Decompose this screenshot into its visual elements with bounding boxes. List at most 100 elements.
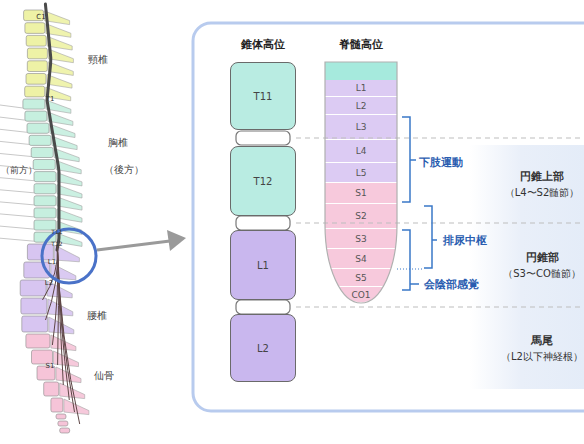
vertebra-body-shape	[51, 398, 63, 412]
bracket	[424, 206, 437, 268]
level-label: CO1	[351, 290, 370, 300]
level-label: S5	[355, 273, 366, 283]
level-label: L2	[257, 343, 269, 354]
cauda-equina-fiber	[57, 246, 69, 400]
spinal-cord-line	[45, 4, 59, 250]
vertebral-body: L2	[230, 314, 296, 382]
level-label: L3	[356, 122, 367, 132]
vertebra-body-shape	[44, 382, 59, 396]
level-label: S4	[355, 254, 366, 264]
dotted-leader	[397, 269, 424, 270]
direction-label: （前方）	[1, 166, 37, 175]
level-label: S3	[355, 234, 366, 244]
rib-line	[0, 226, 34, 229]
rib-line	[0, 190, 34, 193]
rib-line	[0, 141, 29, 144]
vertebra-body-shape	[34, 208, 56, 218]
rib-line	[0, 105, 23, 108]
vertebral-body: T12	[230, 146, 296, 216]
vertebra-body-shape	[26, 35, 46, 46]
vertebral-body: T11	[230, 62, 296, 130]
region-range: （S3〜CO髄節）	[503, 266, 581, 281]
vertebra-body-shape	[21, 298, 47, 314]
function-label: 会陰部感覚	[424, 279, 479, 290]
bracket	[402, 117, 416, 202]
vertebra-body-shape	[34, 184, 56, 194]
vertebra-label: T11	[51, 229, 62, 235]
region-name: 馬尾	[531, 333, 553, 349]
vertebra-body-shape	[58, 421, 68, 426]
zoom-circle	[42, 229, 96, 283]
level-label: L4	[356, 146, 367, 156]
region-range: （L2以下神経根）	[501, 349, 583, 364]
vertebra-body-shape	[25, 111, 47, 121]
cord-segment: S2	[325, 204, 397, 229]
intervertebral-disc	[236, 300, 290, 314]
column-header: 脊髄高位	[339, 39, 383, 50]
vertebra-label: T12	[51, 241, 62, 247]
region-band: 円錐上部（L4〜S2髄節）	[470, 145, 584, 223]
spinous-process-shape	[57, 185, 82, 198]
level-label: L1	[356, 83, 367, 93]
region-label: 腰椎	[87, 311, 107, 321]
intervertebral-disc	[236, 216, 290, 230]
vertebra-body-shape	[34, 172, 56, 182]
bracket	[402, 230, 419, 290]
vertebra-body-shape	[26, 74, 46, 85]
vertebra-body-shape	[56, 414, 66, 419]
vertebra-body-shape	[34, 196, 56, 206]
function-label: 排尿中枢	[443, 235, 487, 246]
cord-segment: L5	[325, 163, 397, 183]
cord-segment: L3	[325, 115, 397, 140]
region-range: （L4〜S2髄節）	[505, 185, 580, 200]
rib-line	[0, 178, 34, 181]
spinous-process-shape	[51, 263, 76, 280]
cord-segment: L1	[325, 80, 397, 97]
level-label: S1	[355, 188, 366, 198]
intervertebral-disc	[236, 131, 290, 145]
vertebra-body-shape	[22, 316, 48, 332]
vertebra-body-shape	[27, 123, 49, 133]
spinous-process-shape	[57, 209, 82, 222]
zoom-arrow-line	[97, 241, 170, 250]
level-label: T11	[254, 91, 273, 102]
region-label: 仙骨	[94, 371, 114, 381]
spinal-cord-outline	[325, 62, 397, 303]
level-label: L2	[356, 101, 367, 111]
vertebra-label: C1	[36, 14, 45, 21]
cord-top-segment	[325, 62, 397, 80]
vertebra-label: S1	[46, 363, 55, 370]
rib-line	[0, 214, 34, 217]
vertebra-body-shape	[25, 86, 45, 97]
spinous-process-shape	[57, 197, 82, 210]
region-band: 馬尾（L2以下神経根）	[470, 307, 584, 389]
spinous-process-shape	[57, 173, 82, 186]
vertebra-body-shape	[26, 334, 50, 348]
vertebra-body-shape	[23, 99, 45, 109]
vertebra-body-shape	[24, 262, 50, 278]
column-header: 錐体高位	[241, 39, 285, 50]
region-name: 円錐部	[526, 250, 559, 266]
zoom-arrow-head	[167, 230, 186, 251]
region-label: 頸椎	[88, 55, 108, 65]
cord-segment: L4	[325, 140, 397, 163]
region-name: 円錐上部	[520, 169, 564, 185]
cord-segment: S3	[325, 229, 397, 249]
vertebral-body: L1	[230, 230, 296, 300]
rib-line	[0, 238, 34, 241]
region-label: 胸椎	[108, 138, 128, 148]
level-label: S2	[355, 211, 366, 221]
cord-segment: S1	[325, 183, 397, 204]
vertebra-label: T1	[46, 96, 55, 103]
rib-line	[0, 117, 25, 120]
vertebra-body-shape	[20, 280, 46, 296]
level-label: T12	[254, 176, 273, 187]
zoom-panel	[193, 23, 584, 411]
vertebra-body-shape	[27, 61, 47, 72]
vertebra-label: L2	[45, 280, 53, 287]
cord-segment: L2	[325, 97, 397, 115]
cord-segment: S4	[325, 249, 397, 269]
region-band: 円錐部（S3〜CO髄節）	[470, 223, 584, 307]
vertebra-body-shape	[27, 48, 47, 59]
